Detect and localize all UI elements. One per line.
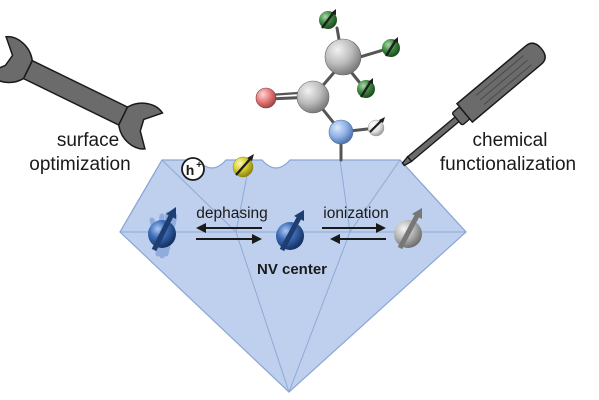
nitrogen-atom [328, 119, 354, 145]
carbon-atom-carbonyl [296, 80, 330, 114]
wrench-icon [0, 35, 164, 150]
surface-spin-yellow [232, 154, 254, 178]
dephasing-label: dephasing [196, 205, 268, 222]
hydrogen-spin-3 [357, 78, 375, 98]
hole-charge-badge: h + [181, 157, 205, 181]
dephasing-arrows [196, 223, 262, 244]
hydrogen-spin-white [367, 117, 385, 137]
hole-letter: h [186, 162, 195, 178]
ionization-label: ionization [323, 205, 389, 222]
chemical-label-line1: chemical [473, 130, 548, 151]
hydrogen-spin-2 [382, 37, 400, 57]
chemical-label-line2: functionalization [440, 154, 576, 175]
diamond-outline [119, 159, 467, 393]
nv-center-label: NV center [257, 261, 327, 278]
hole-charge-sign: + [196, 160, 202, 171]
oxygen-atom [255, 87, 277, 109]
ionized-spin [394, 208, 422, 250]
surface-label-line2: optimization [29, 154, 130, 175]
nv-center-spin [276, 210, 304, 252]
ionization-arrows [322, 223, 386, 244]
hydrogen-spin-1 [319, 9, 337, 29]
surface-label-line1: surface [57, 130, 119, 151]
screwdriver-icon [401, 42, 546, 167]
dephased-spin [148, 207, 178, 259]
carbon-atom-methyl [324, 38, 362, 76]
surface-molecule [255, 9, 400, 162]
